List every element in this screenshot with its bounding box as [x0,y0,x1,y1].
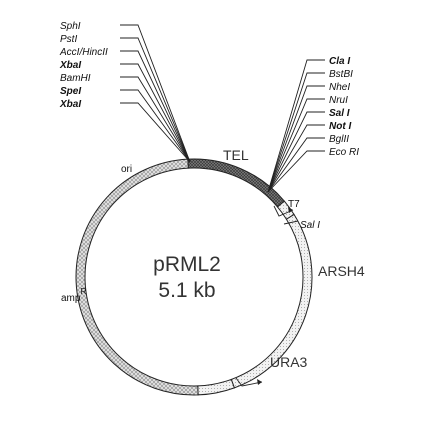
leader-line [120,76,191,163]
ura3-arrow [235,377,263,387]
site-label-acci-hincii: AccI/HincII [59,47,108,58]
arsh4-label: ARSH4 [318,263,365,279]
leader-line [120,50,191,163]
site-label-ecori: Eco RI [329,147,359,158]
leader-line [267,59,325,193]
left-leaders [120,24,191,163]
leader-line [267,111,325,193]
t7-promoter: T7 Sal I [273,199,320,231]
t7-arrow [273,205,294,217]
site-label-bamhi: BamHI [60,73,91,84]
leader-line [267,72,325,193]
amp-text: amp [61,293,81,304]
site-label-clai: Cla I [329,56,350,67]
site-label-nrui: NruI [329,95,348,106]
ori-label: ori [121,164,132,175]
leader-line [267,150,325,193]
tel-segment [187,158,286,208]
ura3-segment [197,378,235,396]
t7-label: T7 [288,199,300,210]
leader-line [120,89,191,163]
leader-line [267,124,325,193]
leader-line [120,24,191,163]
right-leaders [267,59,325,193]
inner-sal-i-label: Sal I [300,220,320,231]
site-label-sali: Sal I [329,108,350,119]
site-label-xbai-2: XbaI [59,99,81,110]
leader-line [120,102,191,163]
left-sites: SphI PstI AccI/HincII XbaI BamHI SpeI Xb… [59,21,108,110]
leader-line [120,37,191,163]
leader-line [267,98,325,193]
amp-superscript: R [80,287,86,296]
site-label-psti: PstI [60,34,77,45]
plasmid-name: pRML2 [153,253,221,276]
site-label-sphi: SphI [60,21,81,32]
plasmid-ring [75,158,313,396]
leader-line [120,63,191,163]
site-label-bstbi: BstBI [329,69,353,80]
amp-label: ampR [61,287,86,304]
ura3-promoter [235,377,263,387]
ura3-arrowhead-icon [257,379,262,385]
leader-line [267,85,325,193]
site-label-nhei: NheI [329,82,350,93]
backbone-segment [75,158,199,396]
site-label-noti: Not I [329,121,351,132]
t7-arrowhead-icon [288,207,293,213]
leader-line [267,137,325,193]
site-label-xbai-1: XbaI [59,60,81,71]
ura3-label: URA3 [270,354,308,370]
site-label-spei: SpeI [60,86,81,97]
leader-line [283,220,299,225]
site-label-bglii: BglII [329,134,349,145]
plasmid-size: 5.1 kb [158,279,215,302]
right-sites: Cla I BstBI NheI NruI Sal I Not I BglII … [329,56,359,158]
tel-label: TEL [223,147,249,163]
